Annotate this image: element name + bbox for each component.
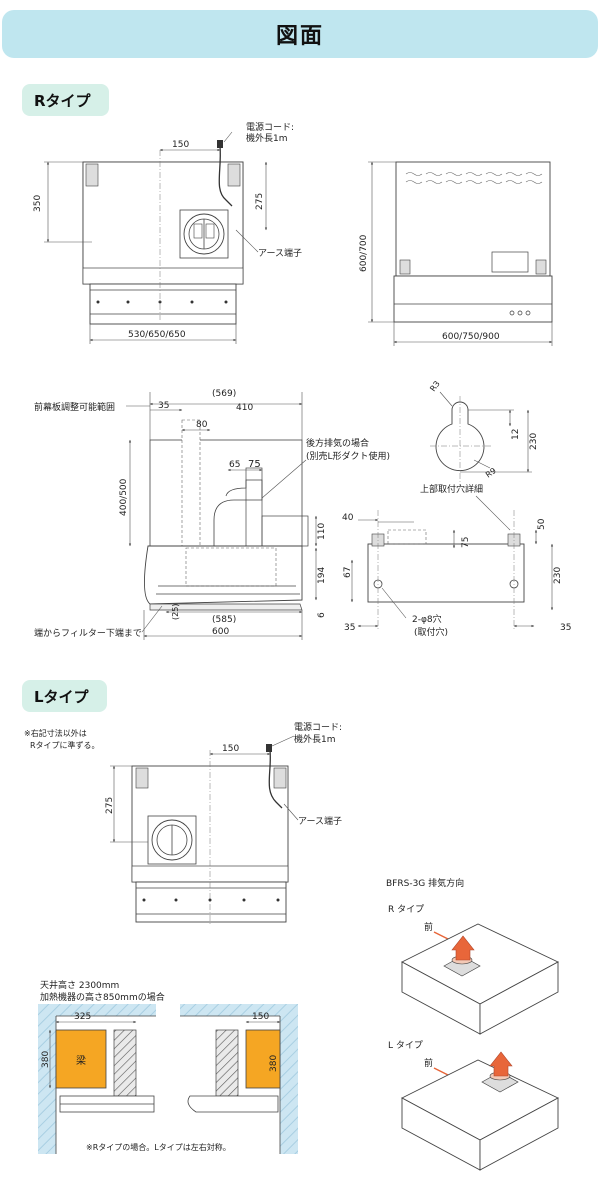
mt-holes-note: (取付穴) <box>414 626 448 638</box>
ceiling-line-1: 天井高さ 2300mm <box>40 979 119 991</box>
exhaust-front-l: 前 <box>424 1057 433 1069</box>
r-power-cord-label: 電源コード: <box>246 122 294 133</box>
r-front-view: 150 350 275 530/650/650 アース端子 電源コード: 機外長… <box>33 122 302 344</box>
ceiling-install: 天井高さ 2300mm 加熱機器の高さ850mmの場合 梁 325 380 15… <box>38 979 298 1154</box>
r-dim-275: 275 <box>255 193 265 210</box>
ceiling-d150: 150 <box>252 1012 269 1022</box>
ceiling-d380b: 380 <box>269 1055 279 1072</box>
r-ground-label: アース端子 <box>258 247 302 259</box>
sec-d110: 110 <box>317 523 327 540</box>
ceiling-d380a: 380 <box>41 1051 51 1068</box>
r-keyhole-detail: 12 230 R3 R9 <box>428 379 539 488</box>
kh-r3: R3 <box>428 379 441 393</box>
rear-exhaust-note: (別売L形ダクト使用) <box>306 450 390 462</box>
exhaust-r-label: R タイプ <box>388 904 424 915</box>
sec-d25: (25) <box>171 604 180 620</box>
r-mount-detail: 上部取付穴詳細 40 75 50 67 230 35 35 2-φ8穴 (取付穴… <box>342 483 571 638</box>
mt-d35b: 35 <box>560 623 571 633</box>
ceiling-d325: 325 <box>74 1012 91 1022</box>
l-cord-length: 機外長1m <box>294 733 336 745</box>
section-r-type-label: Rタイプ <box>34 91 91 110</box>
sec-d400: 400/500 <box>119 478 129 516</box>
sec-d35: 35 <box>158 401 169 411</box>
sec-d6: 6 <box>317 612 327 618</box>
l-dim-150: 150 <box>222 744 239 754</box>
r-dim-width: 530/650/650 <box>128 330 186 340</box>
mt-d40: 40 <box>342 513 354 523</box>
sec-d600: 600 <box>212 627 229 637</box>
l-front-view: ※右記寸法以外は Rタイプに準ずる。 150 275 アース端子 電源コード: … <box>24 722 342 924</box>
ceiling-line-2: 加熱機器の高さ850mmの場合 <box>40 991 165 1003</box>
exhaust-front-r: 前 <box>424 921 433 933</box>
r-section-view: (569) 35 410 80 65 75 400/500 110 194 6 … <box>34 389 390 640</box>
title-banner: 図面 <box>2 10 598 58</box>
r-side-height: 600/700 <box>359 234 369 272</box>
sec-d80: 80 <box>196 420 208 430</box>
l-dim-275: 275 <box>105 797 115 814</box>
sec-d65: 65 <box>229 460 240 470</box>
l-note-1: ※右記寸法以外は <box>24 728 87 738</box>
page-title: 図面 <box>275 24 324 49</box>
top-hole-label: 上部取付穴詳細 <box>420 483 483 495</box>
exhaust-l-label: L タイプ <box>388 1040 423 1051</box>
section-r-type: Rタイプ <box>22 84 109 116</box>
exhaust-direction: BFRS-3G 排気方向 R タイプ 前 L タイプ 前 <box>386 877 559 1171</box>
l-note-2: Rタイプに準ずる。 <box>30 740 100 750</box>
l-ground-label: アース端子 <box>298 815 342 827</box>
front-panel-label: 前幕板調整可能範囲 <box>34 401 115 413</box>
r-side-view: 600/700 600/750/900 <box>359 161 553 346</box>
ceiling-note: ※Rタイプの場合。Lタイプは左右対称。 <box>86 1142 231 1152</box>
mt-d35a: 35 <box>344 623 355 633</box>
sec-d194: 194 <box>317 567 327 584</box>
filter-note: 端からフィルター下端まで <box>34 627 142 639</box>
kh-d230: 230 <box>529 433 539 450</box>
kh-r9: R9 <box>484 466 498 479</box>
sec-d75: 75 <box>248 459 261 470</box>
kh-d12: 12 <box>511 429 521 440</box>
beam-label: 梁 <box>76 1054 86 1067</box>
mt-d75: 75 <box>461 537 471 548</box>
mt-d50: 50 <box>537 518 547 530</box>
section-l-type: Lタイプ <box>22 680 107 712</box>
mt-holes: 2-φ8穴 <box>412 613 442 625</box>
beam-box <box>55 1029 107 1089</box>
r-side-width: 600/750/900 <box>442 332 500 342</box>
r-dim-350: 350 <box>33 195 43 212</box>
mt-d230: 230 <box>553 567 563 584</box>
mt-d67: 67 <box>343 567 353 578</box>
sec-d585: (585) <box>212 615 236 625</box>
exhaust-title: BFRS-3G 排気方向 <box>386 877 464 889</box>
r-dim-150: 150 <box>172 140 189 150</box>
r-cord-length: 機外長1m <box>246 132 288 144</box>
l-power-cord-label: 電源コード: <box>294 722 342 733</box>
rear-exhaust-label: 後方排気の場合 <box>306 437 369 449</box>
sec-d569: (569) <box>212 389 236 399</box>
sec-d410: 410 <box>236 403 253 413</box>
section-l-type-label: Lタイプ <box>34 687 89 706</box>
